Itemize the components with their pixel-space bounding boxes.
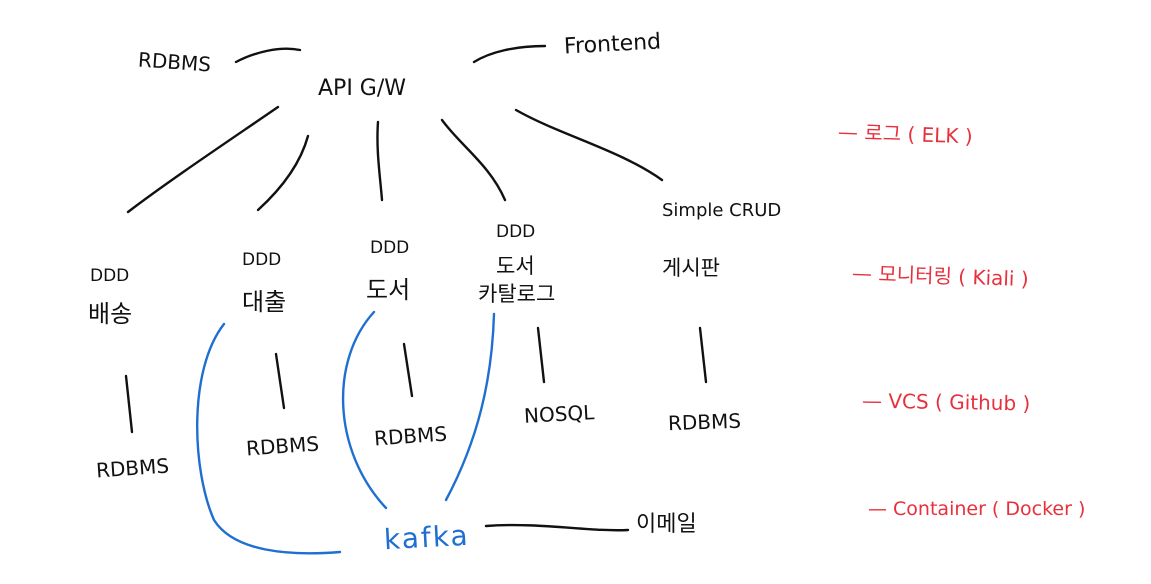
delivery-type-label: DDD	[90, 266, 130, 286]
infra-vcs-label: — VCS ( Github )	[861, 388, 1031, 416]
line-loan-kafka	[195, 322, 342, 555]
line-gw-board	[514, 108, 664, 182]
book-type-label: DDD	[370, 238, 410, 258]
line-kafka-email	[484, 523, 630, 532]
frontend-label: Frontend	[563, 29, 662, 60]
line-board-db	[698, 326, 708, 384]
email-label: 이메일	[636, 512, 697, 537]
catalog-name-label: 도서	[496, 254, 535, 278]
catalog-type-label: DDD	[496, 222, 536, 242]
line-catalog-kafka	[444, 312, 496, 502]
loan-name-label: 대출	[242, 288, 287, 316]
line-delivery-db	[124, 374, 134, 434]
board-db-label: RDBMS	[667, 408, 742, 436]
infra-logging-label: — 로그 ( ELK )	[837, 119, 974, 149]
line-book-kafka	[341, 310, 388, 510]
loan-db-label: RDBMS	[245, 431, 320, 461]
line-book-db	[402, 342, 414, 398]
delivery-name-label: 배송	[88, 300, 133, 328]
board-type-label: Simple CRUD	[662, 200, 782, 221]
infra-container-label: — Container ( Docker )	[868, 498, 1086, 520]
catalog-name2-label: 카탈로그	[478, 282, 556, 306]
book-db-label: RDBMS	[373, 421, 448, 451]
loan-type-label: DDD	[242, 250, 282, 270]
api-gateway-label: API G/W	[318, 76, 407, 101]
delivery-db-label: RDBMS	[95, 453, 170, 483]
line-gw-catalog	[440, 118, 507, 202]
line-gw-loan	[256, 134, 310, 212]
book-name-label: 도서	[366, 276, 411, 304]
infra-monitoring-label: — 모니터링 ( Kiali )	[851, 260, 1030, 292]
top-rdbms-label: RDBMS	[137, 47, 212, 77]
line-rdbms-gateway	[234, 47, 302, 64]
line-loan-db	[274, 352, 286, 410]
kafka-label: kafka	[383, 518, 471, 557]
board-name-label: 게시판	[662, 256, 720, 280]
line-gw-delivery	[126, 105, 280, 214]
line-gw-book	[376, 120, 384, 202]
line-catalog-db	[536, 326, 546, 384]
catalog-db-label: NOSQL	[523, 400, 595, 428]
line-frontend-gateway	[472, 44, 547, 64]
